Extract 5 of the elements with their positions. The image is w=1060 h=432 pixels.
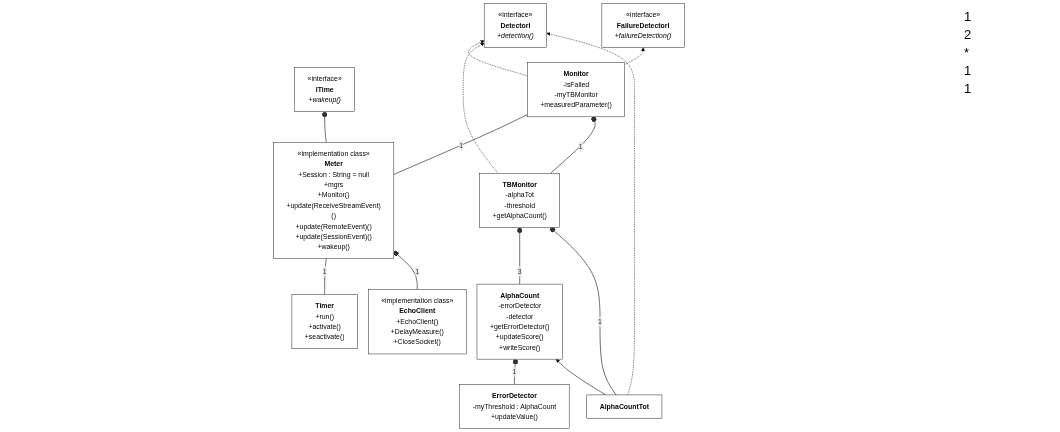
multiplicity-label: *	[964, 45, 971, 60]
multiplicity-label: 2	[964, 27, 973, 42]
multiplicity-label: 1	[964, 63, 973, 78]
multiplicity-label: 1	[964, 9, 973, 24]
multiplicity-label: 1	[964, 81, 973, 96]
